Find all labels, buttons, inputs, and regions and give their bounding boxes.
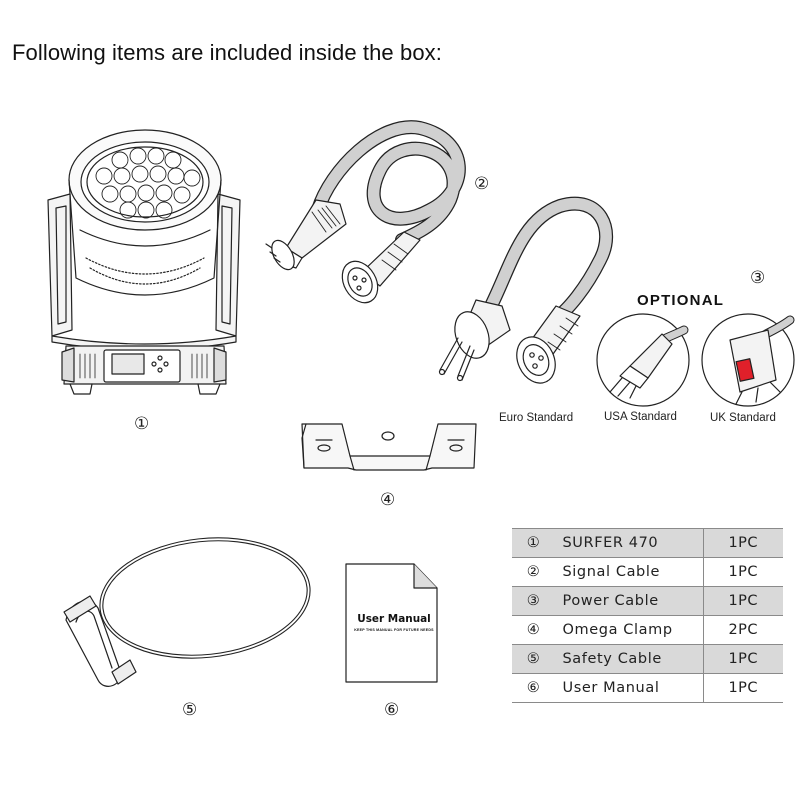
safety-cable-illustration — [63, 537, 311, 687]
item-name: Omega Clamp — [554, 615, 703, 645]
omega-clamp-illustration — [301, 423, 477, 471]
usa-plug-illustration — [596, 313, 690, 407]
optional-label: OPTIONAL — [637, 292, 725, 309]
power-cable-illustration — [438, 196, 614, 384]
uk-standard-caption: UK Standard — [710, 412, 776, 424]
figure-label-3: ③ — [750, 268, 766, 288]
page-heading: Following items are included inside the … — [12, 40, 442, 65]
item-index: ② — [512, 557, 555, 587]
figure-label-5: ⑤ — [182, 700, 198, 720]
item-index: ⑥ — [512, 673, 555, 703]
moving-head-fixture-illustration — [47, 129, 241, 395]
figure-label-6: ⑥ — [384, 700, 400, 720]
item-name: User Manual — [554, 673, 703, 703]
item-name: Signal Cable — [554, 557, 703, 587]
item-index: ① — [512, 528, 555, 558]
item-name: Power Cable — [554, 586, 703, 616]
user-manual-illustration — [345, 563, 438, 683]
manual-cover-title: User Manual — [357, 612, 431, 625]
item-name: SURFER 470 — [554, 528, 703, 558]
uk-plug-illustration — [701, 313, 795, 407]
figure-label-2: ② — [474, 174, 490, 194]
figure-label-1: ① — [134, 414, 150, 434]
item-qty: 1PC — [702, 528, 783, 558]
item-qty: 1PC — [702, 586, 783, 616]
usa-standard-caption: USA Standard — [604, 411, 677, 423]
item-qty: 2PC — [702, 615, 783, 645]
item-qty: 1PC — [702, 673, 783, 703]
item-name: Safety Cable — [554, 644, 703, 674]
manual-cover-subtitle: KEEP THIS MANUAL FOR FUTURE NEEDS — [354, 628, 434, 632]
item-qty: 1PC — [702, 557, 783, 587]
item-index: ⑤ — [512, 644, 555, 674]
item-index: ③ — [512, 586, 555, 616]
signal-cable-illustration — [265, 120, 466, 304]
figure-label-4: ④ — [380, 490, 396, 510]
euro-standard-caption: Euro Standard — [499, 412, 574, 424]
uk-fuse-icon — [735, 358, 755, 382]
item-index: ④ — [512, 615, 555, 645]
item-qty: 1PC — [702, 644, 783, 674]
